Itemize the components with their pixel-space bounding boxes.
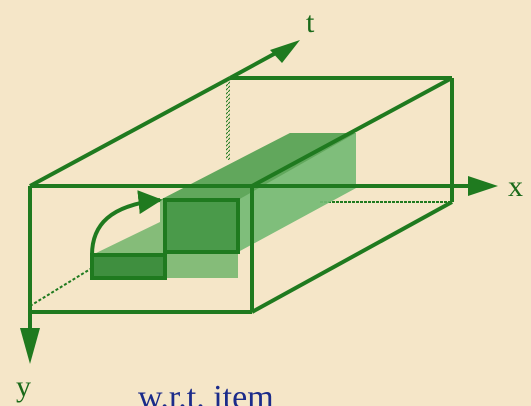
- axes: [20, 40, 498, 364]
- top-right-edge: [251, 76, 453, 188]
- top-left-edge: [29, 76, 231, 188]
- hidden-diagonal-edge: [29, 267, 93, 307]
- caption-text: w.r.t. item: [138, 379, 274, 406]
- front-box-lower: [90, 253, 167, 280]
- t-axis-arrowhead: [270, 40, 300, 63]
- x-axis-arrowhead: [468, 176, 498, 196]
- prism-top: [160, 133, 356, 200]
- y-axis-label: y: [16, 370, 31, 403]
- outer-cube: [28, 76, 454, 314]
- y-axis-arrowhead: [20, 328, 40, 364]
- front-box-upper: [163, 198, 240, 254]
- bottom-right-edge: [251, 200, 453, 314]
- hidden-edges: [29, 80, 452, 307]
- prism-side: [238, 133, 356, 252]
- rotation-arrow: [90, 190, 163, 256]
- t-axis-label: t: [306, 6, 315, 39]
- x-axis-label: x: [508, 170, 523, 203]
